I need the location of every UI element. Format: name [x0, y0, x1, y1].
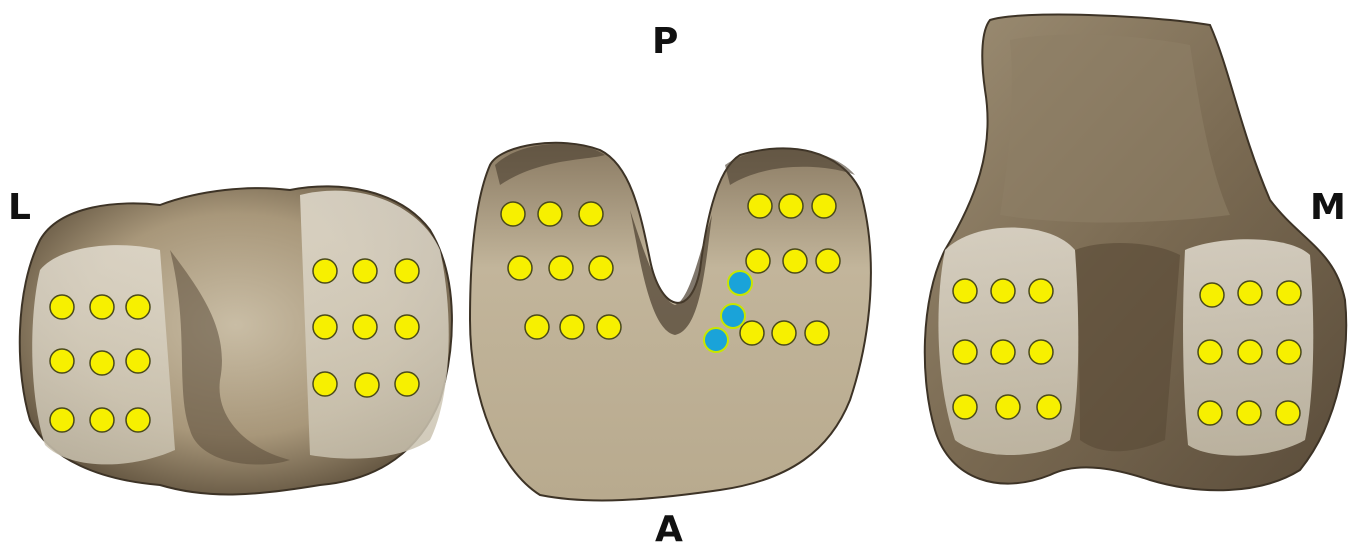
yellow-sample-point [50, 349, 74, 373]
yellow-sample-point [549, 256, 573, 280]
yellow-sample-point [126, 408, 150, 432]
yellow-sample-point [1198, 340, 1222, 364]
femur-posterior-view [925, 15, 1346, 491]
yellow-sample-point [805, 321, 829, 345]
yellow-sample-point [1200, 283, 1224, 307]
posterior-label: P [652, 24, 678, 60]
yellow-sample-point [812, 194, 836, 218]
yellow-sample-point [538, 202, 562, 226]
yellow-sample-point [740, 321, 764, 345]
yellow-sample-point [313, 259, 337, 283]
yellow-sample-point [353, 315, 377, 339]
yellow-sample-point [783, 249, 807, 273]
yellow-sample-point [1237, 401, 1261, 425]
yellow-sample-point [126, 295, 150, 319]
yellow-sample-point [772, 321, 796, 345]
yellow-sample-point [395, 372, 419, 396]
yellow-sample-point [395, 259, 419, 283]
yellow-sample-point [1277, 281, 1301, 305]
yellow-sample-point [953, 279, 977, 303]
tibial-plateau-view [20, 186, 452, 494]
yellow-sample-point [1238, 340, 1262, 364]
yellow-sample-point [779, 194, 803, 218]
medial-label: M [1310, 190, 1346, 226]
yellow-sample-point [1029, 279, 1053, 303]
yellow-sample-point [1277, 340, 1301, 364]
yellow-sample-point [313, 372, 337, 396]
yellow-sample-point [90, 351, 114, 375]
yellow-sample-point [816, 249, 840, 273]
yellow-sample-point [589, 256, 613, 280]
lateral-label: L [8, 190, 31, 226]
yellow-sample-point [90, 408, 114, 432]
yellow-sample-point [395, 315, 419, 339]
yellow-sample-point [597, 315, 621, 339]
yellow-sample-point [1238, 281, 1262, 305]
yellow-sample-point [991, 279, 1015, 303]
blue-sample-point [728, 271, 752, 295]
yellow-sample-point [953, 340, 977, 364]
yellow-sample-point [748, 194, 772, 218]
yellow-sample-point [1198, 401, 1222, 425]
yellow-sample-point [1037, 395, 1061, 419]
yellow-sample-point [50, 295, 74, 319]
intercondylar-fossa-shadow [1075, 243, 1180, 451]
yellow-sample-point [1276, 401, 1300, 425]
yellow-sample-point [508, 256, 532, 280]
blue-sample-point [704, 328, 728, 352]
yellow-sample-point [313, 315, 337, 339]
yellow-sample-point [1029, 340, 1053, 364]
yellow-sample-point [353, 259, 377, 283]
yellow-sample-point [355, 373, 379, 397]
yellow-sample-point [525, 315, 549, 339]
yellow-sample-point [90, 295, 114, 319]
yellow-sample-point [501, 202, 525, 226]
yellow-sample-point [746, 249, 770, 273]
yellow-sample-point [953, 395, 977, 419]
yellow-sample-point [991, 340, 1015, 364]
yellow-sample-point [126, 349, 150, 373]
blue-sample-point [721, 304, 745, 328]
yellow-sample-point [579, 202, 603, 226]
yellow-sample-point [996, 395, 1020, 419]
yellow-sample-point [560, 315, 584, 339]
femoral-condyles-axial-view [470, 143, 871, 501]
anterior-label: A [655, 512, 683, 548]
yellow-sample-point [50, 408, 74, 432]
